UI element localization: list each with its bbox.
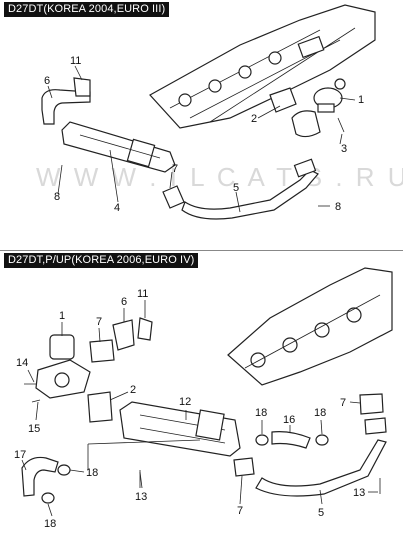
hose-17 — [21, 456, 59, 497]
clamp-18c — [57, 464, 71, 476]
section-title-euro3: D27DT(KOREA 2004,EURO III) — [4, 2, 170, 17]
callout-11: 11 — [70, 55, 81, 67]
egr-elbow-top — [291, 110, 321, 138]
callout-5: 5 — [233, 182, 239, 194]
callout-1b: 1 — [59, 310, 65, 322]
callout-14: 14 — [16, 357, 28, 369]
intake-manifold-top — [149, 4, 376, 129]
callout-1: 1 — [358, 94, 364, 106]
callout-8a: 8 — [335, 201, 341, 213]
gasket-7-top — [162, 185, 185, 209]
callout-13a: 13 — [135, 491, 147, 503]
gasket-top — [269, 87, 297, 113]
callout-7b: 7 — [96, 316, 102, 328]
callout-13b: 13 — [353, 487, 365, 499]
callout-18c: 18 — [86, 467, 98, 479]
callout-16: 16 — [283, 414, 295, 426]
egr-cooler-top — [61, 121, 176, 173]
egr-pipe-5-bottom — [255, 439, 387, 497]
callouts-bottom: 1 7 6 11 14 15 2 12 18 16 18 7 17 18 13 … — [14, 288, 365, 530]
callout-7: 7 — [172, 163, 178, 175]
egr-pipe-6-top — [41, 89, 91, 125]
callout-17: 17 — [14, 449, 26, 461]
callouts-top: 11 6 1 2 3 7 5 8 4 8 — [44, 55, 364, 214]
leader-lines-top — [47, 65, 356, 213]
section-divider — [0, 250, 403, 251]
callout-5b: 5 — [318, 507, 324, 519]
callout-3: 3 — [341, 143, 347, 155]
leader-lines-bottom — [21, 300, 378, 517]
gasket-7-bottom-c — [233, 457, 255, 477]
clamp-18b — [315, 434, 329, 446]
callout-6b: 6 — [121, 296, 127, 308]
bolt-top — [337, 117, 345, 133]
clamp-18d — [41, 492, 55, 504]
bracket-11-bottom — [137, 317, 153, 341]
egr-valve-bottom — [35, 334, 91, 399]
callout-12: 12 — [179, 396, 191, 408]
watermark-text: W W W . I L C A T S . R U — [36, 162, 403, 192]
gasket-2-bottom — [87, 391, 113, 423]
callout-2: 2 — [251, 113, 257, 125]
gasket-7-bottom-b — [359, 393, 384, 415]
bracket-11-top — [73, 77, 91, 97]
egr-valve-top — [313, 78, 346, 113]
callout-7c: 7 — [340, 397, 346, 409]
callout-7d: 7 — [237, 505, 243, 517]
callout-6: 6 — [44, 75, 50, 87]
callout-4: 4 — [114, 202, 120, 214]
flange-6-bottom — [112, 319, 135, 351]
callout-11b: 11 — [137, 288, 148, 300]
callout-2b: 2 — [130, 384, 136, 396]
egr-cooler-bottom — [119, 401, 241, 457]
callout-15: 15 — [28, 423, 40, 435]
hose-16 — [271, 431, 311, 449]
section-title-euro4: D27DT,P/UP(KOREA 2006,EURO IV) — [4, 253, 199, 268]
egr-pipe-5-top — [181, 169, 319, 220]
intake-manifold-bottom — [227, 267, 393, 386]
callout-8b: 8 — [54, 191, 60, 203]
clamp-18a — [255, 434, 269, 446]
callout-18a: 18 — [255, 407, 267, 419]
gasket-7-bottom-a — [89, 339, 115, 363]
callout-18b: 18 — [314, 407, 326, 419]
callout-18d: 18 — [44, 518, 56, 530]
